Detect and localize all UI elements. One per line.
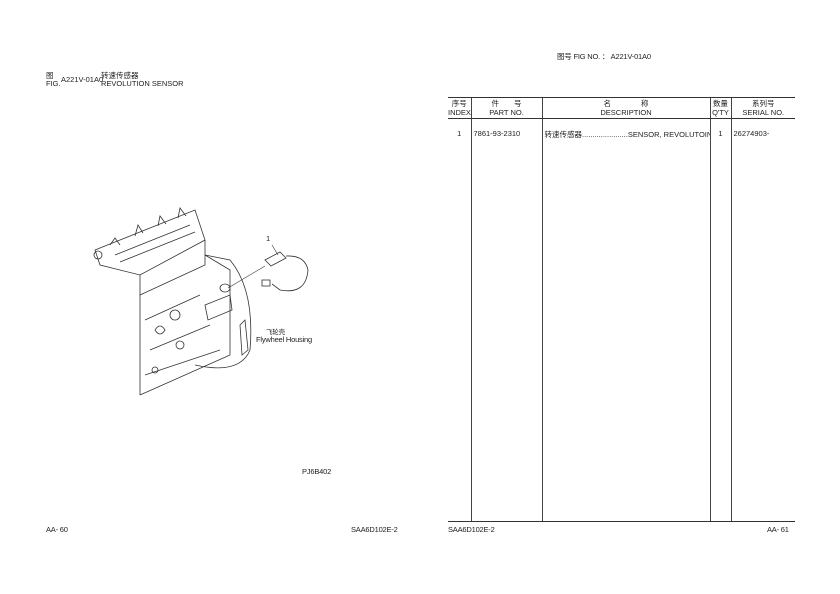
engine-illustration — [93, 207, 309, 396]
revolution-sensor-drawing — [227, 244, 309, 292]
cell-qty: 1 — [709, 118, 731, 522]
callout-number: 1 — [266, 234, 270, 243]
cell-description: 转速传感器......................SENSOR, REVOL… — [541, 118, 710, 522]
flywheel-housing-label-cn: 飞轮壳 — [266, 329, 285, 336]
fig-no-value: A221V-01A0 — [610, 52, 651, 61]
flywheel-housing-drawing — [194, 254, 252, 369]
page-number-left: AA- 60 — [46, 525, 68, 534]
fig-no-heading: 图号 FIG NO. ： A221V-01A0 — [557, 51, 651, 62]
fig-title-cn: 转速传感器 — [101, 71, 139, 80]
fig-no-label: 图号 FIG NO. ： — [557, 52, 610, 61]
cell-index: 1 — [448, 118, 471, 522]
fig-title-en: REVOLUTION SENSOR — [101, 79, 184, 88]
fig-label-cn: 图 — [46, 71, 54, 80]
table-row: 1 7861-93-2310 转速传感器....................… — [448, 118, 795, 522]
engine-block-drawing — [139, 254, 231, 396]
fig-number: A221V-01A0 — [61, 75, 104, 84]
flywheel-housing-label-en: Flywheel Housing — [256, 335, 312, 344]
model-left: SAA6D102E-2 — [351, 525, 398, 534]
fig-label-en: FIG. — [46, 79, 61, 88]
cell-serial-no: 26274903- — [730, 118, 795, 522]
page-number-right: AA- 61 — [767, 525, 789, 534]
model-right: SAA6D102E-2 — [448, 525, 495, 534]
cylinder-head-drawing — [93, 207, 206, 296]
drawing-id: PJ6B402 — [302, 467, 332, 476]
cell-part-no: 7861-93-2310 — [470, 118, 542, 522]
